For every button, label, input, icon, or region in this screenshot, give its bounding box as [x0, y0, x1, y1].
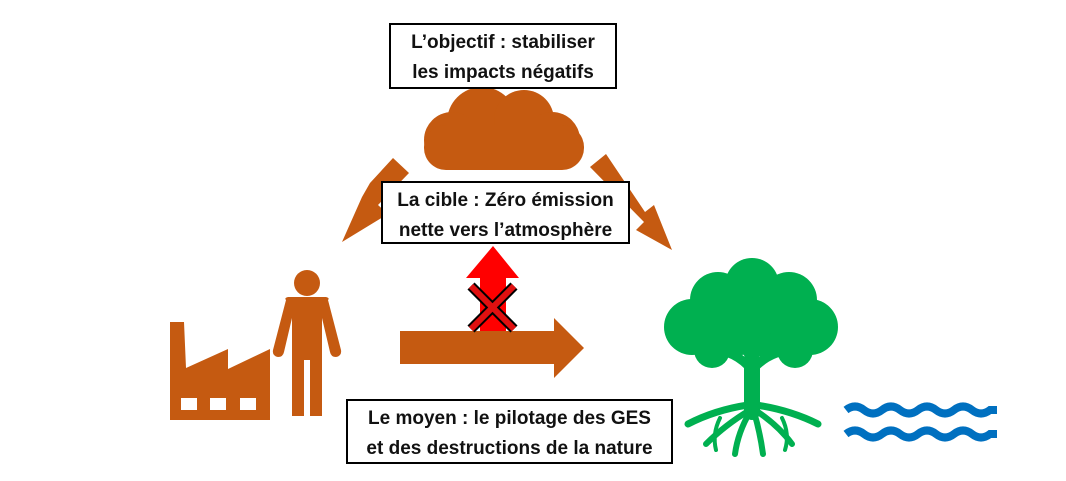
- means-line-1: Le moyen : le pilotage des GES: [368, 408, 651, 429]
- target-line-1: La cible : Zéro émission: [397, 190, 614, 211]
- objective-line-2: les impacts négatifs: [412, 62, 594, 83]
- arrow-human-to-nature: [400, 318, 584, 378]
- means-label-box: Le moyen : le pilotage des GES et des de…: [346, 399, 673, 464]
- target-label-box: La cible : Zéro émission nette vers l’at…: [381, 181, 630, 244]
- objective-label-box: L’objectif : stabiliser les impacts néga…: [389, 23, 617, 89]
- cross-icon: [467, 282, 518, 333]
- means-line-2: et des destructions de la nature: [366, 438, 653, 459]
- objective-line-1: L’objectif : stabiliser: [411, 32, 595, 53]
- water-waves-icon: [843, 402, 997, 442]
- arrow-cloud-to-tree: [590, 154, 672, 250]
- factory-icon: [170, 322, 270, 420]
- cloud-icon: [424, 87, 584, 170]
- person-icon: [272, 270, 342, 416]
- emission-up-arrow-icon: [466, 246, 519, 331]
- arrow-cloud-to-factory: [342, 158, 409, 242]
- target-line-2: nette vers l’atmosphère: [398, 220, 613, 241]
- tree-icon: [664, 258, 838, 457]
